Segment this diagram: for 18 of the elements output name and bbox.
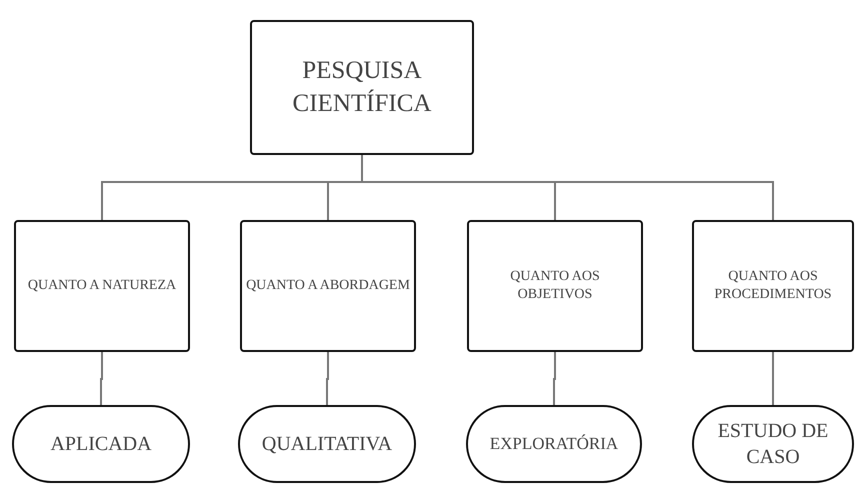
category-box bbox=[692, 220, 854, 352]
category-box bbox=[14, 220, 190, 352]
node-label: QUANTO A ABORDAGEM bbox=[246, 276, 410, 295]
node-label: APLICADA bbox=[50, 432, 152, 457]
node-label: ESTUDO DE CASO bbox=[716, 419, 830, 470]
node-label: QUANTO A NATUREZA bbox=[28, 276, 176, 295]
category-box bbox=[250, 20, 474, 155]
connector-line bbox=[772, 352, 774, 405]
connector-line bbox=[100, 352, 103, 405]
node-label: QUALITATIVA bbox=[262, 432, 392, 457]
node-label: PESQUISA CIENTÍFICA bbox=[292, 56, 432, 118]
node-label: QUANTO AOS OBJETIVOS bbox=[509, 268, 601, 304]
connector-line bbox=[326, 352, 329, 405]
node-label: QUANTO AOS PROCEDIMENTOS bbox=[713, 268, 833, 304]
connector-line bbox=[553, 352, 556, 405]
node-label: EXPLORATÓRIA bbox=[490, 432, 618, 455]
category-box bbox=[240, 220, 416, 352]
category-box bbox=[467, 220, 643, 352]
